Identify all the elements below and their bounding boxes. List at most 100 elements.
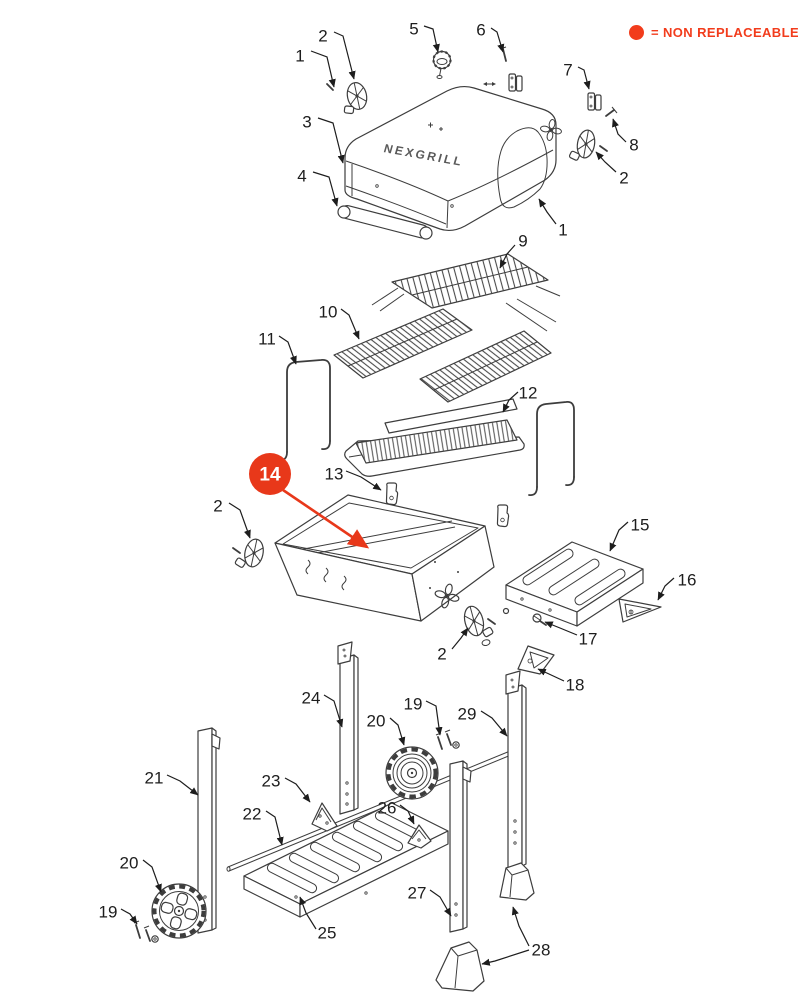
callout-leader — [577, 66, 591, 90]
callout-number: 8 — [629, 136, 638, 155]
bottom-shelf-part — [243, 802, 449, 918]
leg-front-right-part — [449, 760, 472, 933]
callout-number: 12 — [519, 384, 538, 403]
callout-leader — [490, 27, 505, 53]
callout-leader — [538, 198, 557, 225]
callout-leader — [389, 717, 406, 746]
side-shelf-part — [505, 541, 644, 627]
callout-leader — [423, 25, 440, 53]
callout-1: 1 — [538, 198, 568, 240]
damper-bottom-part — [463, 605, 494, 647]
cooking-grate-right-part — [419, 330, 552, 403]
legend-text: = NON REPLACEABLE — [651, 25, 798, 40]
callout-leader — [511, 906, 530, 947]
callout-29: 29 — [458, 705, 508, 737]
callout-leader — [312, 171, 339, 207]
callout-leader — [166, 774, 199, 796]
callout-18: 18 — [537, 668, 584, 695]
callout-number: 20 — [367, 712, 386, 731]
callout-leader — [120, 908, 138, 925]
callout-3: 3 — [302, 113, 345, 164]
charcoal-tray-part — [344, 398, 525, 477]
damper-right-part — [568, 129, 596, 161]
callout-number: 21 — [145, 769, 164, 788]
leg-front-left-part — [197, 727, 221, 934]
callout-number: 25 — [318, 924, 337, 943]
axle-pins-lower-part — [133, 920, 159, 943]
clip-13-right-part — [496, 504, 510, 528]
bracket-26-part — [407, 824, 432, 849]
callout-leader — [481, 949, 530, 966]
firebox-part — [274, 494, 495, 622]
axle-pins-upper-part — [435, 729, 460, 750]
leg-rear-left-part — [337, 641, 359, 815]
callout-leader — [333, 31, 356, 80]
highlight-callout-14[interactable]: 14 — [249, 453, 370, 549]
warming-rack-part — [371, 253, 561, 332]
wire-bracket-right-part — [528, 401, 575, 496]
callout-16: 16 — [657, 571, 696, 601]
callout-19: 19 — [99, 903, 138, 925]
callout-number: 6 — [476, 21, 485, 40]
callout-9: 9 — [499, 232, 528, 269]
callout-leader — [310, 50, 336, 88]
callout-leader — [265, 810, 284, 846]
callout-leader — [228, 502, 251, 539]
callout-number: 22 — [243, 805, 262, 824]
callout-21: 21 — [145, 769, 199, 796]
callout-22: 22 — [243, 805, 284, 846]
callout-number: 23 — [262, 772, 281, 791]
callout-17: 17 — [544, 621, 598, 649]
callout-number: 1 — [558, 221, 567, 240]
callout-number: 28 — [532, 941, 551, 960]
screw-8-part — [605, 106, 618, 117]
screw-17-part — [532, 613, 547, 626]
callout-number: 29 — [458, 705, 477, 724]
callout-7: 7 — [563, 61, 591, 90]
legend: = NON REPLACEABLE — [629, 25, 798, 40]
callout-20: 20 — [367, 712, 406, 746]
callout-leader — [299, 896, 317, 930]
callout-number: 24 — [302, 689, 321, 708]
callout-2: 2 — [437, 627, 469, 664]
bracket-23-part — [311, 802, 338, 832]
callout-leader — [544, 621, 578, 636]
highlight-arrow — [282, 488, 370, 549]
cooking-grate-left-part — [333, 308, 473, 379]
callout-6: 6 — [476, 21, 505, 53]
callout-leader — [595, 151, 617, 173]
callout-leader — [284, 777, 311, 803]
wire-bracket-left-part — [278, 359, 331, 461]
callout-number: 3 — [302, 113, 311, 132]
callout-number: 5 — [409, 20, 418, 39]
damper-left-part — [234, 538, 264, 568]
callout-number: 13 — [325, 465, 344, 484]
small-screws — [232, 83, 608, 625]
callout-2: 2 — [595, 151, 629, 188]
callout-number: 15 — [631, 516, 650, 535]
callout-number: 2 — [437, 645, 446, 664]
lid-part: NEXGRILL — [344, 85, 564, 232]
callout-number: 19 — [99, 903, 118, 922]
callout-leader — [537, 668, 565, 682]
leg-rear-right-part — [505, 670, 527, 871]
hinge-7-part — [587, 92, 602, 111]
damper-top-part — [343, 82, 368, 115]
callout-19: 19 — [404, 695, 443, 736]
callout-10: 10 — [319, 303, 360, 340]
callout-number: 17 — [579, 630, 598, 649]
callout-leader — [429, 889, 452, 917]
callout-leader — [657, 577, 675, 601]
callout-leader — [609, 521, 629, 552]
non-replaceable-dot-icon — [629, 25, 644, 40]
callout-leader — [612, 118, 627, 143]
callout-number: 2 — [213, 497, 222, 516]
callout-number: 20 — [120, 854, 139, 873]
callout-27: 27 — [408, 884, 452, 917]
foot-upper-part — [499, 862, 535, 901]
callout-number: 10 — [319, 303, 338, 322]
highlight-circle[interactable] — [249, 453, 291, 495]
top-vent-part — [432, 50, 452, 79]
callout-number: 2 — [619, 169, 628, 188]
